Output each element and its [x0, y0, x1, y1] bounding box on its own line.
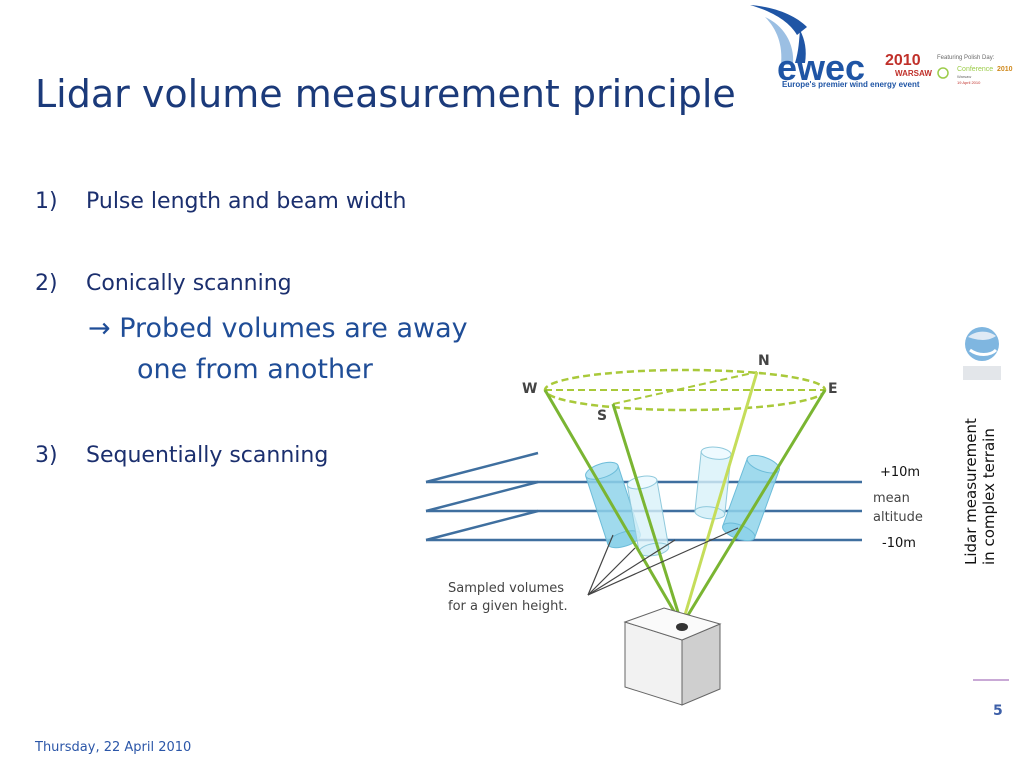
- logo-conference: Conference: [957, 66, 993, 73]
- logo-year: 2010: [885, 52, 921, 69]
- item-number-2: 2): [35, 271, 58, 296]
- caption-line-2: for a given height.: [448, 599, 568, 614]
- item-text-2: Conically scanning: [86, 271, 292, 296]
- footer-date: Thursday, 22 April 2010: [35, 740, 192, 755]
- label-mean: mean: [873, 491, 910, 506]
- lidar-device: [623, 607, 722, 706]
- lidar-beams: [543, 371, 827, 626]
- logo-conference-year: 2010: [997, 66, 1013, 73]
- slide-title: Lidar volume measurement principle: [35, 72, 736, 116]
- accent-divider: [973, 679, 1009, 681]
- sub-point-text-2: one from another: [137, 354, 373, 385]
- logo-tagline: Europe's premier wind energy event: [782, 80, 920, 89]
- label-south: S: [597, 408, 607, 424]
- label-plus-10m: +10m: [880, 465, 920, 480]
- sampled-volume-e: [722, 454, 780, 542]
- item-text-1: Pulse length and beam width: [86, 189, 407, 214]
- label-altitude: altitude: [873, 510, 923, 525]
- logo-brand: ewec: [777, 47, 865, 88]
- lidar-lens: [676, 623, 688, 631]
- logo-polish-day: Featuring Polish Day:: [937, 55, 995, 61]
- sub-point-line-1: → Probed volumes are away: [88, 313, 468, 344]
- upper-level-edge: [425, 451, 539, 484]
- side-text-line-1: Lidar measurement: [962, 418, 980, 565]
- logo-city: WARSAW: [895, 69, 932, 78]
- item-text-3: Sequentially scanning: [86, 443, 329, 468]
- pointer-lines: [587, 527, 739, 596]
- beam-east: [680, 389, 827, 626]
- side-vertical-title: Lidar measurement in complex terrain: [962, 418, 998, 565]
- ewec-logo: ewec 2010 WARSAW Europe's premier wind e…: [750, 5, 1013, 89]
- label-east: E: [828, 381, 838, 397]
- arrow-right-icon: →: [88, 313, 111, 344]
- lidar-diagram: N W E S +10m mean altitude -10m Sampled …: [425, 353, 923, 706]
- globe-icon: [963, 327, 1001, 380]
- item-number-1: 1): [35, 189, 58, 214]
- lower-level-edge: [425, 509, 539, 542]
- logo-conf-small-2: 19 April 2010: [957, 80, 981, 85]
- page-number: 5: [993, 703, 1003, 719]
- sub-point-text-1: Probed volumes are away: [119, 313, 468, 344]
- logo-conf-small-1: Warsaw: [957, 74, 971, 79]
- scan-diameter-ns: [612, 371, 758, 405]
- wind-turbine-icon: [937, 67, 949, 79]
- caption-line-1: Sampled volumes: [448, 581, 564, 596]
- side-text-line-2: in complex terrain: [980, 428, 998, 565]
- sampled-volume-n: [694, 446, 732, 520]
- beam-south: [611, 403, 684, 626]
- mean-level-edge: [425, 480, 539, 513]
- label-north: N: [758, 353, 770, 369]
- label-west: W: [522, 381, 537, 397]
- label-minus-10m: -10m: [882, 536, 916, 551]
- beam-north: [680, 371, 759, 626]
- beam-west: [543, 389, 684, 626]
- item-number-3: 3): [35, 443, 58, 468]
- sampled-volume-s: [626, 475, 670, 557]
